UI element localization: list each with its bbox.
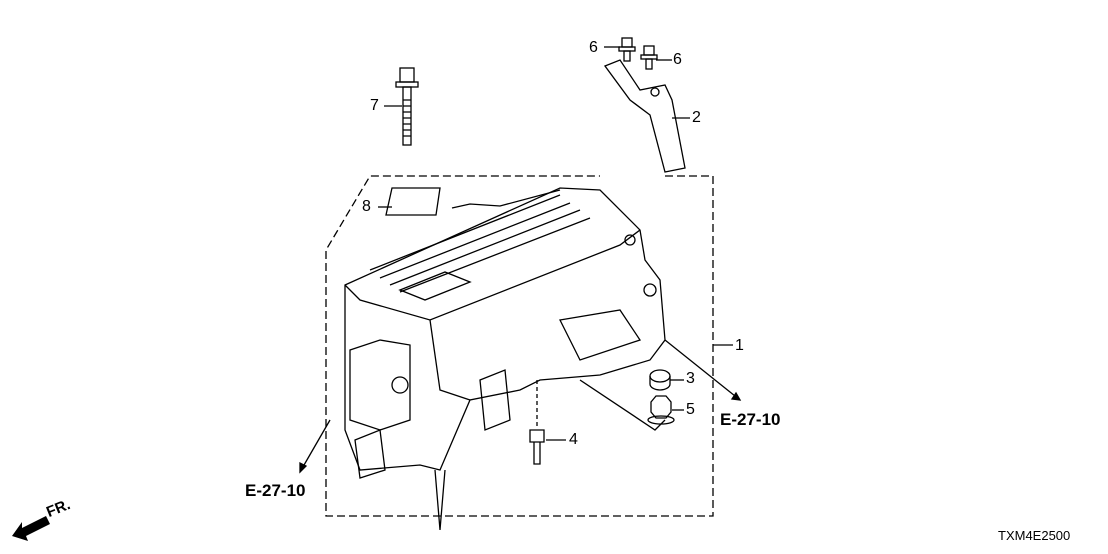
front-arrow-icon: [12, 516, 50, 541]
callout-7: 7: [370, 97, 379, 114]
callout-2: 2: [692, 109, 701, 126]
callout-1: 1: [735, 337, 744, 354]
bolt-6-pair: [604, 37, 672, 70]
callout-5: 5: [686, 401, 695, 418]
callout-6a: 6: [589, 39, 598, 56]
bracket-2: [603, 59, 690, 173]
small-parts: [529, 369, 684, 465]
bolt-7: [384, 67, 419, 146]
label-8: [378, 187, 561, 216]
assembly-boundary: [325, 175, 714, 517]
reference-e-27-10-left[interactable]: E-27-10: [245, 481, 306, 500]
callout-6b: 6: [673, 51, 682, 68]
callout-8: 8: [362, 198, 371, 215]
callout-4: 4: [569, 431, 578, 448]
pcu-unit-1: [344, 187, 666, 531]
callout-3: 3: [686, 370, 695, 387]
diagram-code: TXM4E2500: [998, 528, 1071, 543]
leader-lines: [299, 339, 742, 474]
reference-e-27-10-right[interactable]: E-27-10: [720, 410, 781, 429]
